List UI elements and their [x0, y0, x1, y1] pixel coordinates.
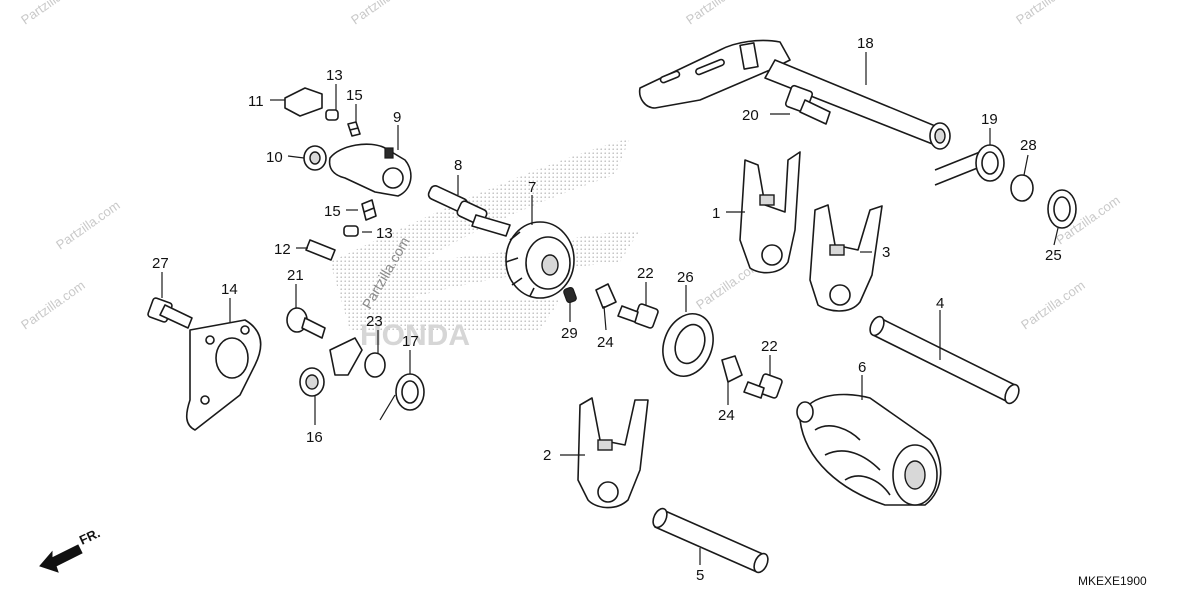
part-6-shift-drum — [796, 393, 942, 506]
part-11-cap — [284, 87, 323, 117]
part-21-bolt — [286, 307, 326, 339]
front-arrow-icon — [39, 544, 83, 573]
callout-10: 10 — [266, 149, 283, 166]
partzilla-watermark: Partzilla.com — [683, 0, 753, 27]
callout-22-upper: 22 — [637, 265, 654, 282]
part-washer — [364, 352, 386, 378]
callout-15-lower: 15 — [324, 203, 341, 220]
partzilla-watermark: Partzilla.com — [18, 0, 88, 27]
partzilla-watermark: Partzilla.com — [348, 0, 418, 27]
part-29-pin — [563, 286, 577, 304]
part-22-bolt-upper — [617, 303, 659, 329]
callout-23: 23 — [366, 313, 383, 330]
callout-12: 12 — [274, 241, 291, 258]
part-27-bolt — [147, 297, 193, 329]
callout-5: 5 — [696, 567, 704, 584]
part-9-stopper-arm — [328, 143, 412, 197]
callout-7: 7 — [528, 179, 536, 196]
part-20-bolt — [784, 84, 831, 125]
part-23-plate — [329, 337, 363, 376]
callout-29: 29 — [561, 325, 578, 342]
part-19-spring — [934, 144, 1005, 186]
part-5-fork-shaft — [652, 507, 769, 574]
callout-26: 26 — [677, 269, 694, 286]
callout-15-upper: 15 — [346, 87, 363, 104]
part-15-spring-upper — [347, 121, 361, 137]
leader-lines — [161, 52, 1059, 565]
callout-18: 18 — [857, 35, 874, 52]
front-direction-label: FR. — [77, 525, 102, 547]
callout-14: 14 — [221, 281, 238, 298]
part-7-drum-center — [505, 221, 575, 299]
callout-13-lower: 13 — [376, 225, 393, 242]
part-8-bolt — [427, 185, 511, 237]
part-25-washer — [1047, 189, 1077, 229]
part-3-shift-fork — [809, 204, 883, 312]
part-12-dowel — [305, 239, 336, 261]
part-14-plate — [185, 319, 262, 431]
callout-24-lower: 24 — [718, 407, 735, 424]
callout-25: 25 — [1045, 247, 1062, 264]
part-4-fork-shaft — [869, 315, 1020, 405]
partzilla-watermark: Partzilla.com — [1018, 277, 1088, 332]
part-26-oil-seal — [662, 313, 714, 377]
part-2-shift-fork — [577, 397, 649, 509]
part-18-shift-spindle — [638, 39, 951, 150]
callout-4: 4 — [936, 295, 944, 312]
part-1-shift-fork — [739, 151, 801, 274]
callout-17: 17 — [402, 333, 419, 350]
part-15-spring-lower — [361, 199, 377, 221]
callout-16: 16 — [306, 429, 323, 446]
part-28-collar — [1010, 174, 1034, 202]
callout-20: 20 — [742, 107, 759, 124]
callout-19: 19 — [981, 111, 998, 128]
callout-3: 3 — [882, 244, 890, 261]
callout-13-upper: 13 — [326, 67, 343, 84]
callout-9: 9 — [393, 109, 401, 126]
part-13-pin-lower — [343, 225, 359, 237]
callout-21: 21 — [287, 267, 304, 284]
partzilla-watermark: Partzilla.com — [1013, 0, 1083, 27]
callout-24-upper: 24 — [597, 334, 614, 351]
diagram-code: MKEXE1900 — [1078, 574, 1147, 588]
partzilla-watermark: Partzilla.com — [18, 277, 88, 332]
partzilla-watermark: Partzilla.com — [53, 197, 123, 252]
callout-11: 11 — [248, 93, 264, 110]
part-13-pin-upper — [325, 109, 339, 121]
callout-2: 2 — [543, 447, 551, 464]
callout-labels: 1 2 3 4 5 6 7 8 9 10 11 12 13 13 14 15 1… — [152, 35, 1062, 584]
callout-1: 1 — [712, 205, 720, 222]
callout-8: 8 — [454, 157, 462, 174]
part-16-collar — [299, 367, 325, 397]
part-24-plate-lower — [721, 355, 743, 383]
callout-22-lower: 22 — [761, 338, 778, 355]
part-10-washer — [303, 145, 327, 171]
front-direction-indicator: FR. — [39, 525, 102, 573]
part-22-bolt-lower — [743, 373, 783, 399]
callout-6: 6 — [858, 359, 866, 376]
callout-28: 28 — [1020, 137, 1037, 154]
part-17-spring — [379, 373, 425, 421]
callout-27: 27 — [152, 255, 169, 272]
part-24-plate-upper — [595, 283, 617, 309]
